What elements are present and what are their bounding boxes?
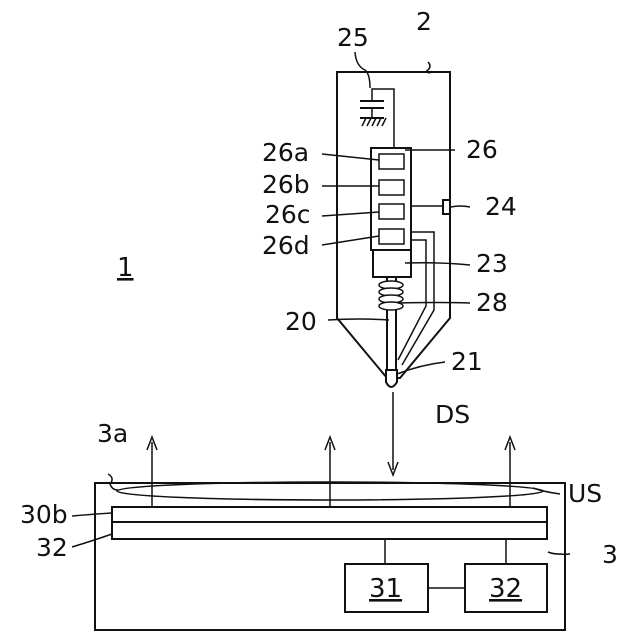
capacitor-25 <box>360 89 394 148</box>
label-electrode-32: 32 <box>36 533 68 562</box>
label-electrode-30b: 30b <box>20 500 68 529</box>
label-capacitor-25: 25 <box>337 23 369 52</box>
label-uplink-us: US <box>568 479 602 508</box>
pen-tip-21 <box>386 370 397 387</box>
label-core-holder-23: 23 <box>476 249 508 278</box>
coil-28 <box>379 281 403 310</box>
label-ic-26b: 26b <box>262 170 310 199</box>
downlink-signal-arrow <box>388 392 398 475</box>
uplink-signal-arrows <box>147 437 515 507</box>
label-ic-26d: 26d <box>262 231 310 260</box>
label-system-1: 1 <box>117 253 134 283</box>
label-ic-26c: 26c <box>265 200 311 229</box>
ic-26 <box>371 148 411 250</box>
label-core-20: 20 <box>285 307 317 336</box>
label-tip-21: 21 <box>451 347 483 376</box>
label-coil-28: 28 <box>476 288 508 317</box>
label-tablet-3: 3 <box>602 540 618 569</box>
label-controller-31: 31 <box>369 574 402 604</box>
switch-24 <box>411 200 450 214</box>
electrode-30b <box>112 507 547 522</box>
label-ic-26: 26 <box>466 135 498 164</box>
label-surface-3a: 3a <box>97 419 128 448</box>
electrode-32 <box>112 522 547 539</box>
label-ic-26a: 26a <box>262 138 309 167</box>
label-host-32: 32 <box>489 574 522 604</box>
label-switch-24: 24 <box>485 192 517 221</box>
label-pen-2: 2 <box>416 7 432 36</box>
label-downlink-ds: DS <box>435 400 470 429</box>
